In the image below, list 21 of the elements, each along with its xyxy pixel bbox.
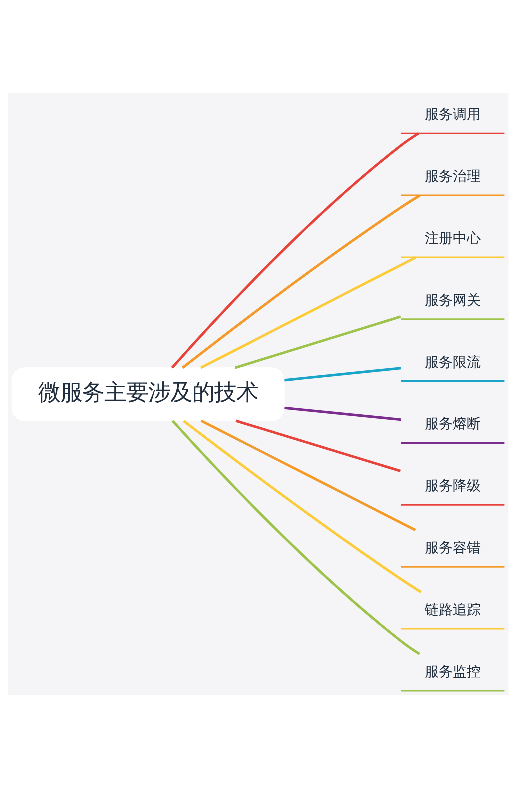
node-text: 注册中心 [424, 230, 481, 246]
node-text: 服务降级 [424, 478, 481, 494]
connector [183, 420, 422, 593]
connector [284, 406, 402, 421]
connector [172, 420, 420, 655]
connector [236, 419, 402, 472]
connector [200, 256, 417, 369]
node-box: 微服务主要涉及的技术 [12, 367, 285, 421]
node-text: 服务限流 [424, 354, 481, 370]
node-text: 服务监控 [424, 664, 481, 680]
connector [182, 194, 421, 369]
node-text: 服务网关 [424, 292, 481, 308]
node-text: 服务容错 [424, 540, 481, 556]
node-text: 服务治理 [424, 168, 481, 185]
connector [234, 315, 402, 369]
connector [171, 132, 420, 368]
node-text: 链路追踪 [424, 602, 481, 618]
node-text: 服务调用 [424, 106, 481, 123]
connector [284, 366, 402, 382]
connector [200, 419, 416, 531]
node-text: 服务熔断 [424, 416, 481, 432]
